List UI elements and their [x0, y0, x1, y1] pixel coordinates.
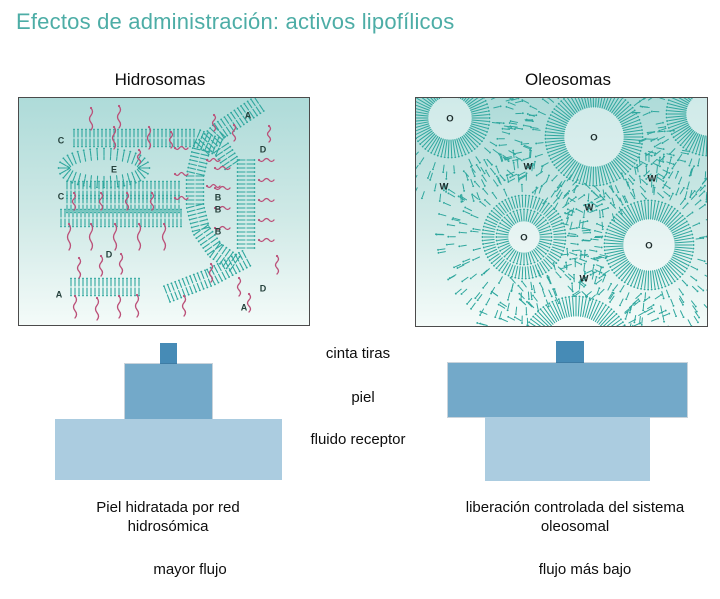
svg-text:B: B — [215, 193, 222, 203]
caption-oleosomas-flux: flujo más bajo — [538, 561, 632, 578]
skin-rect-left — [124, 363, 213, 420]
label-fluido-receptor: fluido receptor — [310, 431, 406, 448]
lipophilic-actives-squiggles — [66, 104, 280, 321]
svg-text:W: W — [648, 174, 657, 185]
svg-text:W: W — [580, 274, 589, 285]
svg-text:W: W — [524, 162, 533, 173]
svg-text:D: D — [260, 284, 267, 294]
bilayer-network — [57, 98, 265, 303]
svg-text:C: C — [58, 192, 65, 202]
caption-hidrosomas-flux: mayor flujo — [153, 561, 227, 578]
phase-labels: O O O O W W W W W — [440, 114, 657, 285]
tape-strip-rect-right — [556, 341, 584, 363]
svg-text:O: O — [645, 241, 652, 252]
svg-text:W: W — [585, 203, 594, 214]
oleosomas-figure-frame: O O O O W W W W W — [415, 97, 708, 327]
label-cinta-tiras: cinta tiras — [325, 345, 391, 362]
svg-text:A: A — [245, 111, 252, 121]
svg-text:A: A — [241, 303, 248, 313]
svg-text:O: O — [446, 114, 453, 125]
slide-title: Efectos de administración: activos lipof… — [16, 9, 455, 34]
svg-text:W: W — [440, 182, 449, 193]
svg-text:O: O — [520, 233, 527, 244]
receptor-fluid-rect-left — [55, 419, 282, 480]
svg-text:A: A — [56, 290, 63, 300]
panel-heading-hidrosomas: Hidrosomas — [114, 70, 206, 89]
oleosomas-figure: O O O O W W W W W — [416, 98, 707, 326]
svg-text:B: B — [215, 205, 222, 215]
oleosome-drops — [416, 98, 707, 326]
svg-text:E: E — [111, 165, 117, 175]
svg-text:C: C — [58, 136, 65, 146]
svg-text:D: D — [260, 145, 267, 155]
svg-text:D: D — [106, 250, 113, 260]
skin-rect-right — [447, 362, 688, 418]
label-piel: piel — [351, 389, 375, 406]
panel-heading-oleosomas: Oleosomas — [525, 70, 611, 89]
caption-hidrosomas-effect: Piel hidratada por red hidrosómica — [96, 499, 240, 535]
svg-text:B: B — [215, 227, 222, 237]
receptor-fluid-rect-right — [485, 417, 650, 481]
caption-oleosomas-effect: liberación controlada del sistema oleoso… — [465, 499, 685, 535]
tape-strip-rect-left — [160, 343, 177, 364]
svg-text:O: O — [590, 133, 597, 144]
